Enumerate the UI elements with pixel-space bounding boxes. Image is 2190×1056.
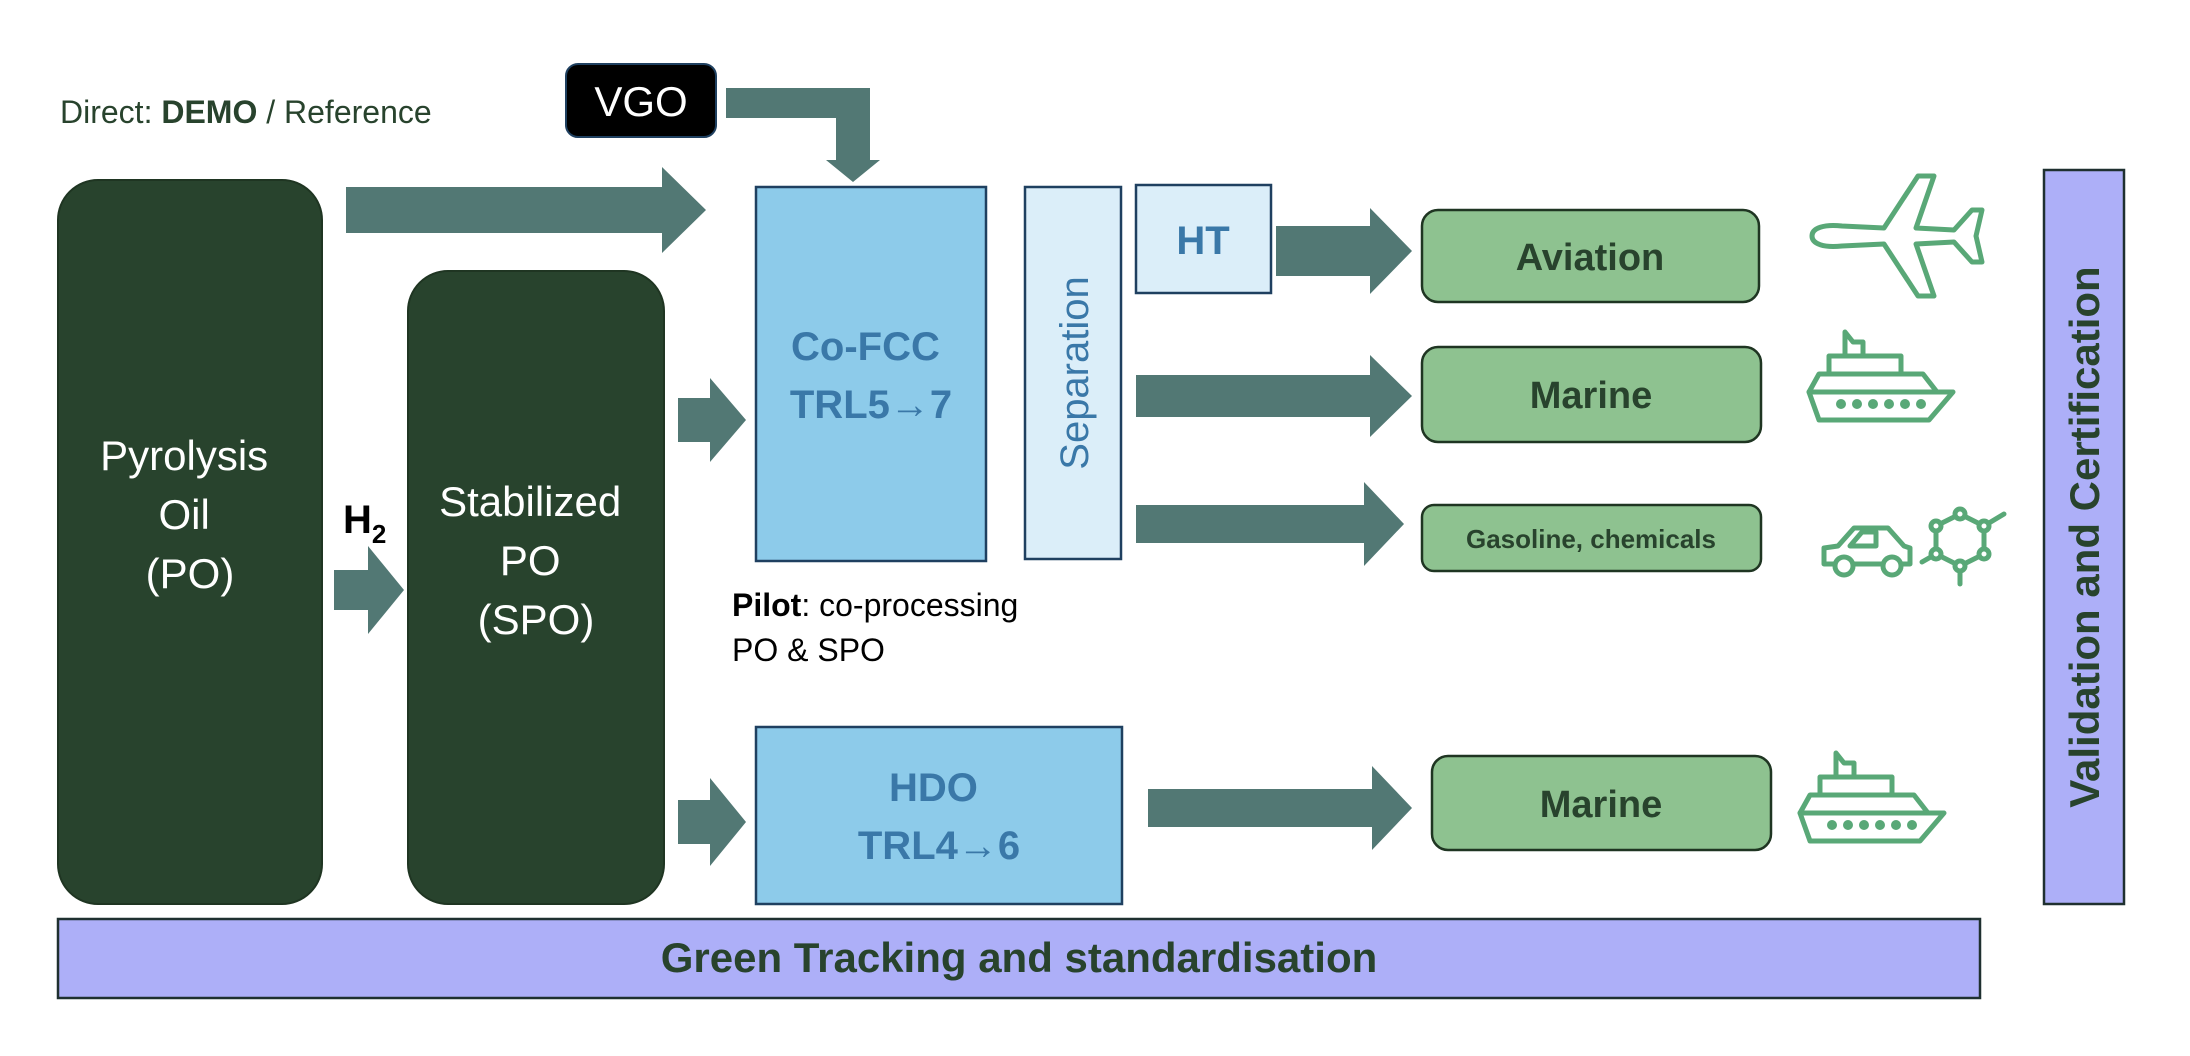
- marine-top-box: [1420, 345, 1763, 444]
- co-fcc-line2: TRL5→7: [790, 383, 952, 427]
- co-fcc-label: Co-FCC TRL5→7: [790, 325, 952, 427]
- spo-to-hdo-arrow: [678, 778, 746, 866]
- vgo-box: [565, 63, 717, 138]
- stabilized-po-box: [407, 270, 665, 905]
- co-fcc-box: [754, 185, 988, 563]
- pyrolysis-oil-label: Pyrolysis Oil (PO): [100, 432, 280, 597]
- hdo-to-marine-arrow: [1148, 766, 1412, 850]
- co-fcc-line1: Co-FCC: [791, 325, 940, 369]
- h2-arrow: [334, 546, 404, 634]
- vgo-arrow: [726, 88, 880, 182]
- legend-suffix: / Reference: [257, 94, 431, 130]
- pilot-bold: Pilot: [732, 587, 802, 623]
- ht-label: HT: [1176, 219, 1229, 263]
- stabilized-po-label: Stabilized PO (SPO): [439, 478, 633, 643]
- validation-certification-bar: [2042, 168, 2126, 906]
- green-tracking-bar: [56, 917, 1982, 1000]
- ship-icon: [1797, 750, 1947, 844]
- separation-box: [1023, 185, 1123, 561]
- spo-to-cofcc-arrow: [678, 378, 746, 462]
- legend-text: Direct: DEMO / Reference: [60, 94, 432, 130]
- separation-label: Separation: [1053, 276, 1097, 469]
- pyrolysis-oil-line1: Pyrolysis: [100, 432, 268, 479]
- molecule-icon: [1919, 506, 2007, 587]
- gasoline-chemicals-label: Gasoline, chemicals: [1466, 524, 1716, 554]
- marine-bottom-box: [1430, 754, 1773, 852]
- pilot-text: Pilot: co-processing PO & SPO: [732, 587, 1027, 668]
- ht-to-aviation-arrow: [1276, 208, 1412, 294]
- pyrolysis-oil-line3: (PO): [146, 550, 235, 597]
- stabilized-po-line3: (SPO): [478, 596, 595, 643]
- airplane-icon: [1809, 173, 1985, 299]
- hdo-box: [754, 725, 1124, 906]
- car-icon: [1821, 525, 1913, 578]
- h2-label: H2: [343, 498, 386, 549]
- validation-certification-label: Validation and Certification: [2061, 266, 2108, 807]
- h2-main: H: [343, 498, 372, 542]
- marine-top-label: Marine: [1530, 375, 1652, 417]
- pilot-rest: : co-processing: [801, 587, 1018, 623]
- pilot-line2: PO & SPO: [732, 632, 885, 668]
- ship-icon: [1806, 329, 1956, 423]
- pyrolysis-oil-box: [57, 179, 323, 905]
- gasoline-chemicals-box: [1420, 503, 1763, 573]
- h2-sub: 2: [372, 519, 386, 549]
- green-tracking-label: Green Tracking and standardisation: [661, 934, 1378, 981]
- aviation-box: [1420, 208, 1761, 304]
- ht-box: [1134, 183, 1273, 295]
- legend-prefix: Direct:: [60, 94, 161, 130]
- stabilized-po-line1: Stabilized: [439, 478, 621, 525]
- hdo-label: HDO TRL4→6: [858, 766, 1020, 868]
- separation-to-gasoline-arrow: [1136, 482, 1404, 566]
- separation-to-marine-arrow: [1136, 355, 1412, 437]
- pyrolysis-oil-line2: Oil: [158, 491, 209, 538]
- vgo-label: VGO: [594, 78, 687, 125]
- stabilized-po-line2: PO: [500, 537, 561, 584]
- legend-demo: DEMO: [161, 94, 257, 130]
- direct-arrow: [346, 167, 706, 253]
- marine-bottom-label: Marine: [1540, 784, 1662, 826]
- hdo-line1: HDO: [889, 766, 978, 810]
- aviation-label: Aviation: [1516, 237, 1665, 279]
- hdo-line2: TRL4→6: [858, 824, 1020, 868]
